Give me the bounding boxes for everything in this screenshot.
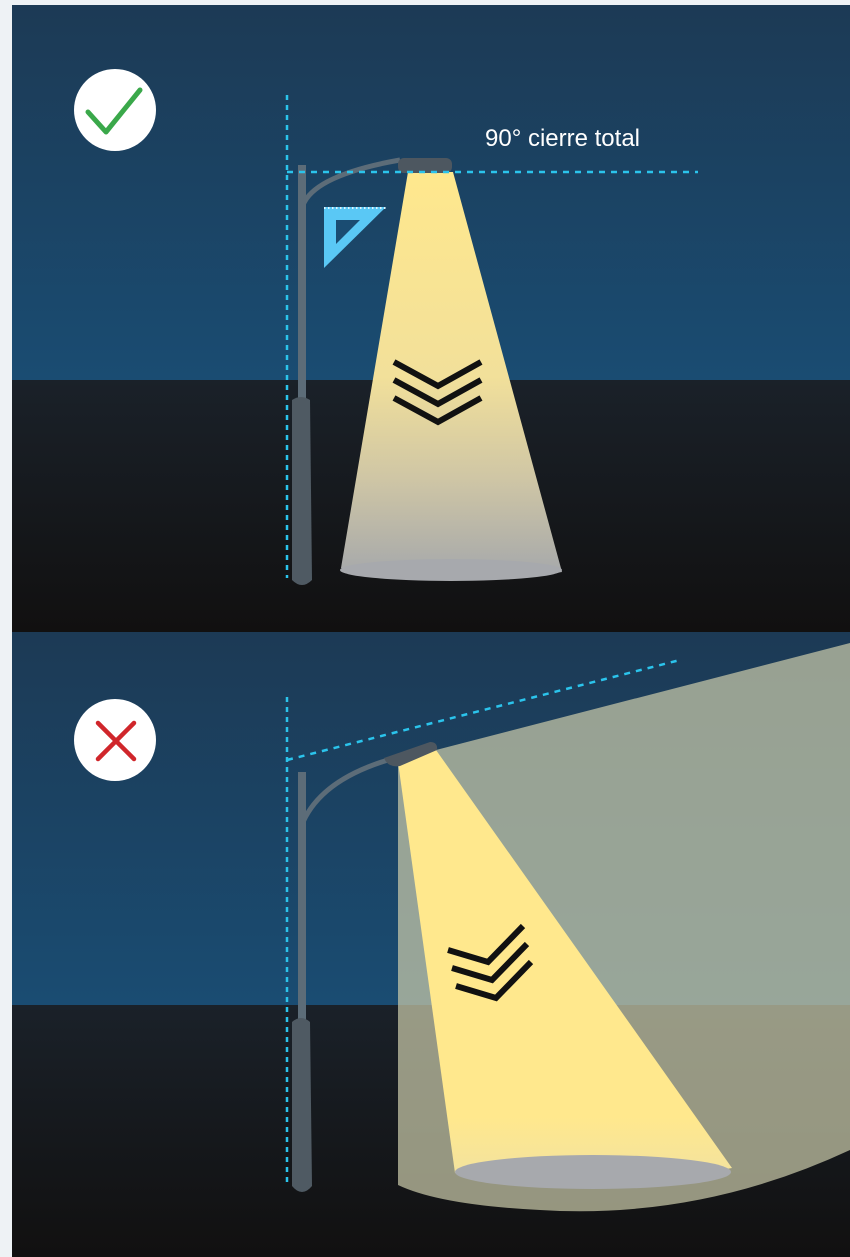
- badge-circle: [74, 69, 156, 151]
- lamp-arm: [300, 157, 401, 207]
- lamp-arm: [300, 757, 389, 824]
- pole-upper: [298, 772, 306, 1022]
- set-square-icon: [324, 207, 386, 268]
- lamp-head: [398, 158, 452, 173]
- street-lamp: [292, 742, 438, 1192]
- pole-upper: [298, 165, 306, 405]
- check-badge: [74, 69, 156, 151]
- panel-incorrect: [12, 632, 850, 1257]
- light-beam: [398, 750, 732, 1182]
- street-lamp: [292, 157, 452, 585]
- downward-arrows-icon: [392, 359, 483, 426]
- tilted-guide: [286, 658, 681, 762]
- pole-base: [292, 1018, 312, 1192]
- light-pool: [340, 559, 562, 581]
- check-icon: [85, 87, 143, 135]
- angled-arrows-icon: [447, 923, 534, 1002]
- panel-correct: 90° cierre total: [12, 5, 850, 632]
- light-pool: [455, 1155, 731, 1189]
- annotation-label: 90° cierre total: [485, 125, 640, 152]
- pole-base: [292, 397, 312, 585]
- cross-badge: [74, 699, 156, 781]
- cross-icon: [95, 720, 137, 762]
- lamp-head: [384, 742, 438, 767]
